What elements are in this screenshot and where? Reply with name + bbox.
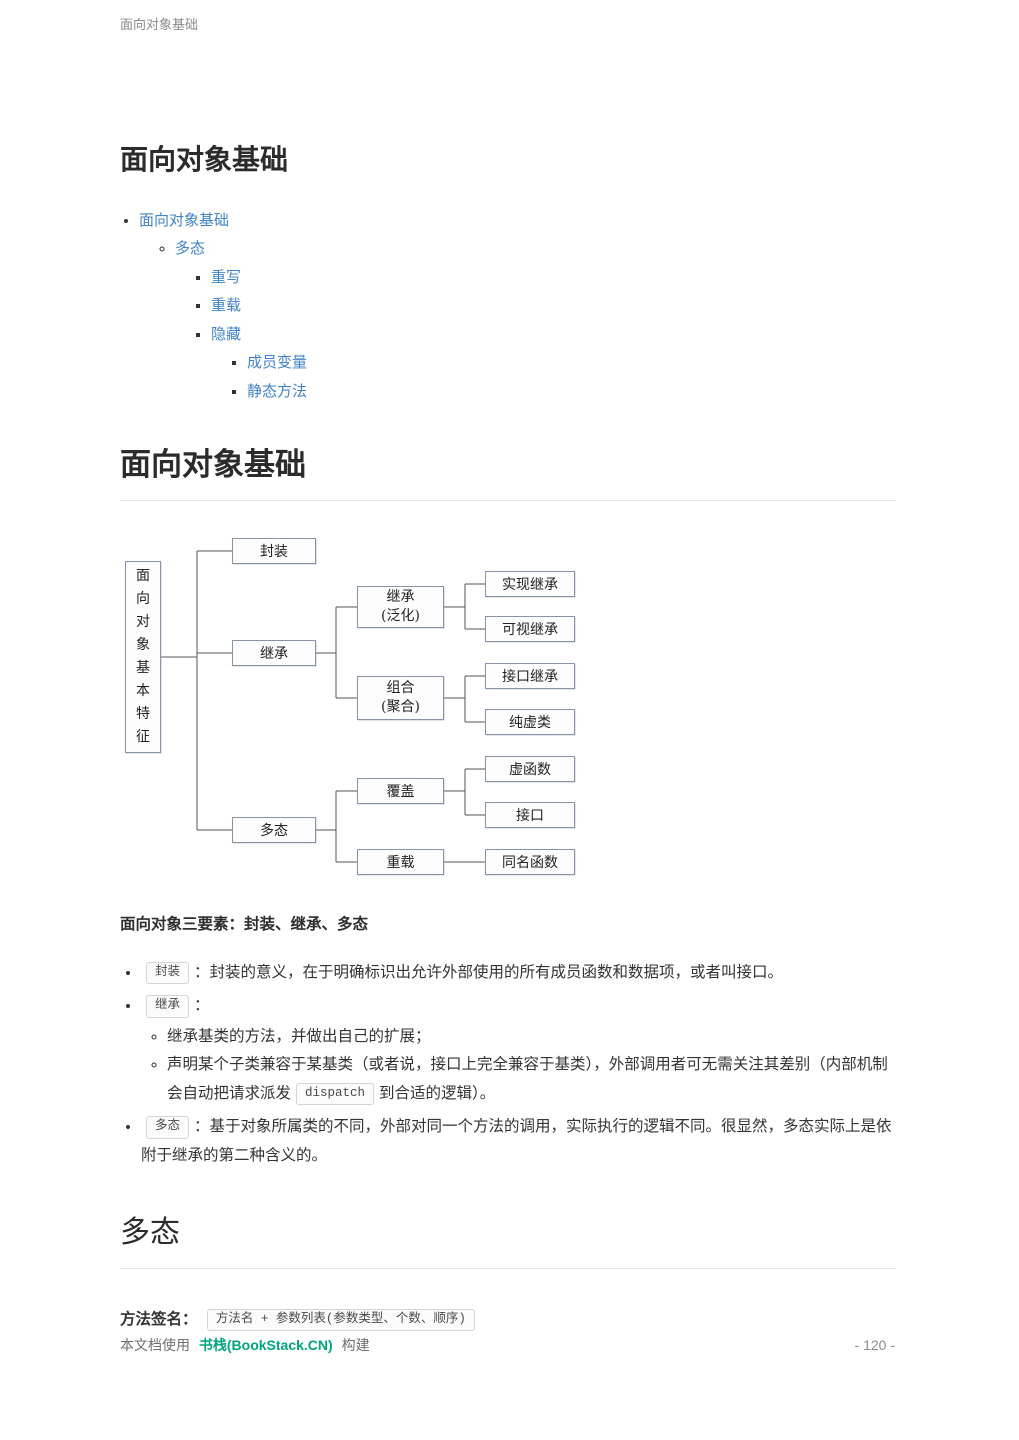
toc-item-level3: 重载 [211, 292, 896, 321]
toc-item-level4: 成员变量 [247, 349, 896, 378]
toc-link-polymorphism[interactable]: 多态 [175, 240, 206, 258]
page-footer: 本文档使用 书栈(BookStack.CN) 构建 - 120 - [120, 1335, 895, 1355]
toc-link-member-variable[interactable]: 成员变量 [247, 354, 308, 372]
method-signature-label: 方法签名： [120, 1310, 198, 1328]
section-heading-oop-basics: 面向对象基础 [120, 447, 896, 501]
running-header: 面向对象基础 [120, 17, 199, 32]
toc-link-override[interactable]: 重写 [211, 268, 242, 286]
toc-item-level4: 静态方法 [247, 378, 896, 407]
features-list: 封装：封装的意义，在于明确标识出允许外部使用的所有成员函数和数据项，或者叫接口。… [120, 959, 896, 1171]
diagram-node-pure-virtual-class: 纯虚类 [485, 708, 575, 735]
section-heading-polymorphism: 多态 [120, 1216, 896, 1269]
doc-title: 面向对象基础 [120, 144, 289, 175]
inheritance-subitem-2: 声明某个子类兼容于某基类（或者说，接口上完全兼容于基类），外部调用者可无需关注其… [167, 1051, 896, 1108]
toc-link-static-method[interactable]: 静态方法 [247, 382, 308, 400]
encapsulation-text: ：封装的意义，在于明确标识出允许外部使用的所有成员函数和数据项，或者叫接口。 [194, 963, 784, 981]
polymorphism-badge: 多态 [146, 1116, 190, 1139]
toc-item-level3: 隐藏 成员变量 静态方法 [211, 321, 896, 407]
inheritance-subitem-1: 继承基类的方法，并做出自己的扩展； [167, 1023, 896, 1052]
diagram-node-virtual-function: 虚函数 [485, 755, 575, 782]
method-signature-code: 方法名 + 参数列表(参数类型、个数、顺序) [206, 1308, 475, 1332]
diagram-node-root: 面向对象基本特征 [125, 560, 161, 753]
footer-prefix: 本文档使用 [120, 1337, 190, 1353]
diagram-node-encapsulation: 封装 [232, 537, 316, 564]
diagram-node-interface-inheritance: 接口继承 [485, 662, 575, 689]
diagram-node-inheritance: 继承 [232, 639, 316, 666]
toc-link-hiding[interactable]: 隐藏 [211, 325, 242, 343]
toc-item-level2: 多态 重写 重载 隐藏 [175, 235, 896, 406]
encapsulation-badge: 封装 [146, 961, 190, 985]
footer-attribution: 本文档使用 书栈(BookStack.CN) 构建 [120, 1335, 370, 1355]
inheritance-sublist: 继承基类的方法，并做出自己的扩展； 声明某个子类兼容于某基类（或者说，接口上完全… [141, 1023, 896, 1109]
diagram-node-generalization: 继承 (泛化) [357, 585, 444, 628]
diagram-node-impl-inheritance: 实现继承 [485, 570, 575, 597]
oop-features-diagram: 面向对象基本特征 封装 继承 多态 继承 (泛化) 组合 (聚合) 覆盖 [120, 535, 590, 881]
page-number: - 120 - [854, 1337, 895, 1353]
polymorphism-text: ：基于对象所属类的不同，外部对同一个方法的调用，实际执行的逻辑不同。很显然，多态… [141, 1118, 892, 1164]
diagram-node-override: 覆盖 [357, 777, 444, 804]
inheritance-colon: ： [194, 997, 210, 1015]
bookstack-brand-link[interactable]: 书栈(BookStack.CN) [198, 1337, 333, 1353]
diagram-node-interface: 接口 [485, 801, 575, 828]
diagram-node-overload: 重载 [357, 848, 444, 875]
footer-suffix: 构建 [341, 1337, 370, 1353]
diagram-caption: 面向对象三要素：封装、继承、多态 [120, 915, 369, 933]
toc-link-overload[interactable]: 重载 [211, 297, 242, 315]
diagram-node-polymorphism: 多态 [232, 816, 316, 843]
content-area: 面向对象基础 面向对象基础 多态 重写 重载 [120, 0, 896, 1332]
feature-item-encapsulation: 封装：封装的意义，在于明确标识出允许外部使用的所有成员函数和数据项，或者叫接口。 [141, 959, 896, 988]
inheritance-badge: 继承 [146, 995, 190, 1018]
diagram-node-aggregation: 组合 (聚合) [357, 675, 444, 720]
feature-item-inheritance: 继承： 继承基类的方法，并做出自己的扩展； 声明某个子类兼容于某基类（或者说，接… [141, 992, 896, 1108]
table-of-contents: 面向对象基础 多态 重写 重载 隐藏 [120, 207, 896, 407]
toc-item-level3: 重写 [211, 264, 896, 293]
diagram-connector-lines [161, 550, 485, 863]
dispatch-badge: dispatch [296, 1082, 375, 1106]
diagram-node-visual-inheritance: 可视继承 [485, 615, 575, 642]
diagram-node-same-name-function: 同名函数 [485, 848, 575, 875]
feature-item-polymorphism: 多态：基于对象所属类的不同，外部对同一个方法的调用，实际执行的逻辑不同。很显然，… [141, 1113, 896, 1170]
toc-link-oop-basics[interactable]: 面向对象基础 [139, 211, 230, 229]
method-signature-line: 方法签名： 方法名 + 参数列表(参数类型、个数、顺序) [120, 1307, 896, 1332]
toc-item-level1: 面向对象基础 多态 重写 重载 隐藏 [139, 207, 896, 407]
